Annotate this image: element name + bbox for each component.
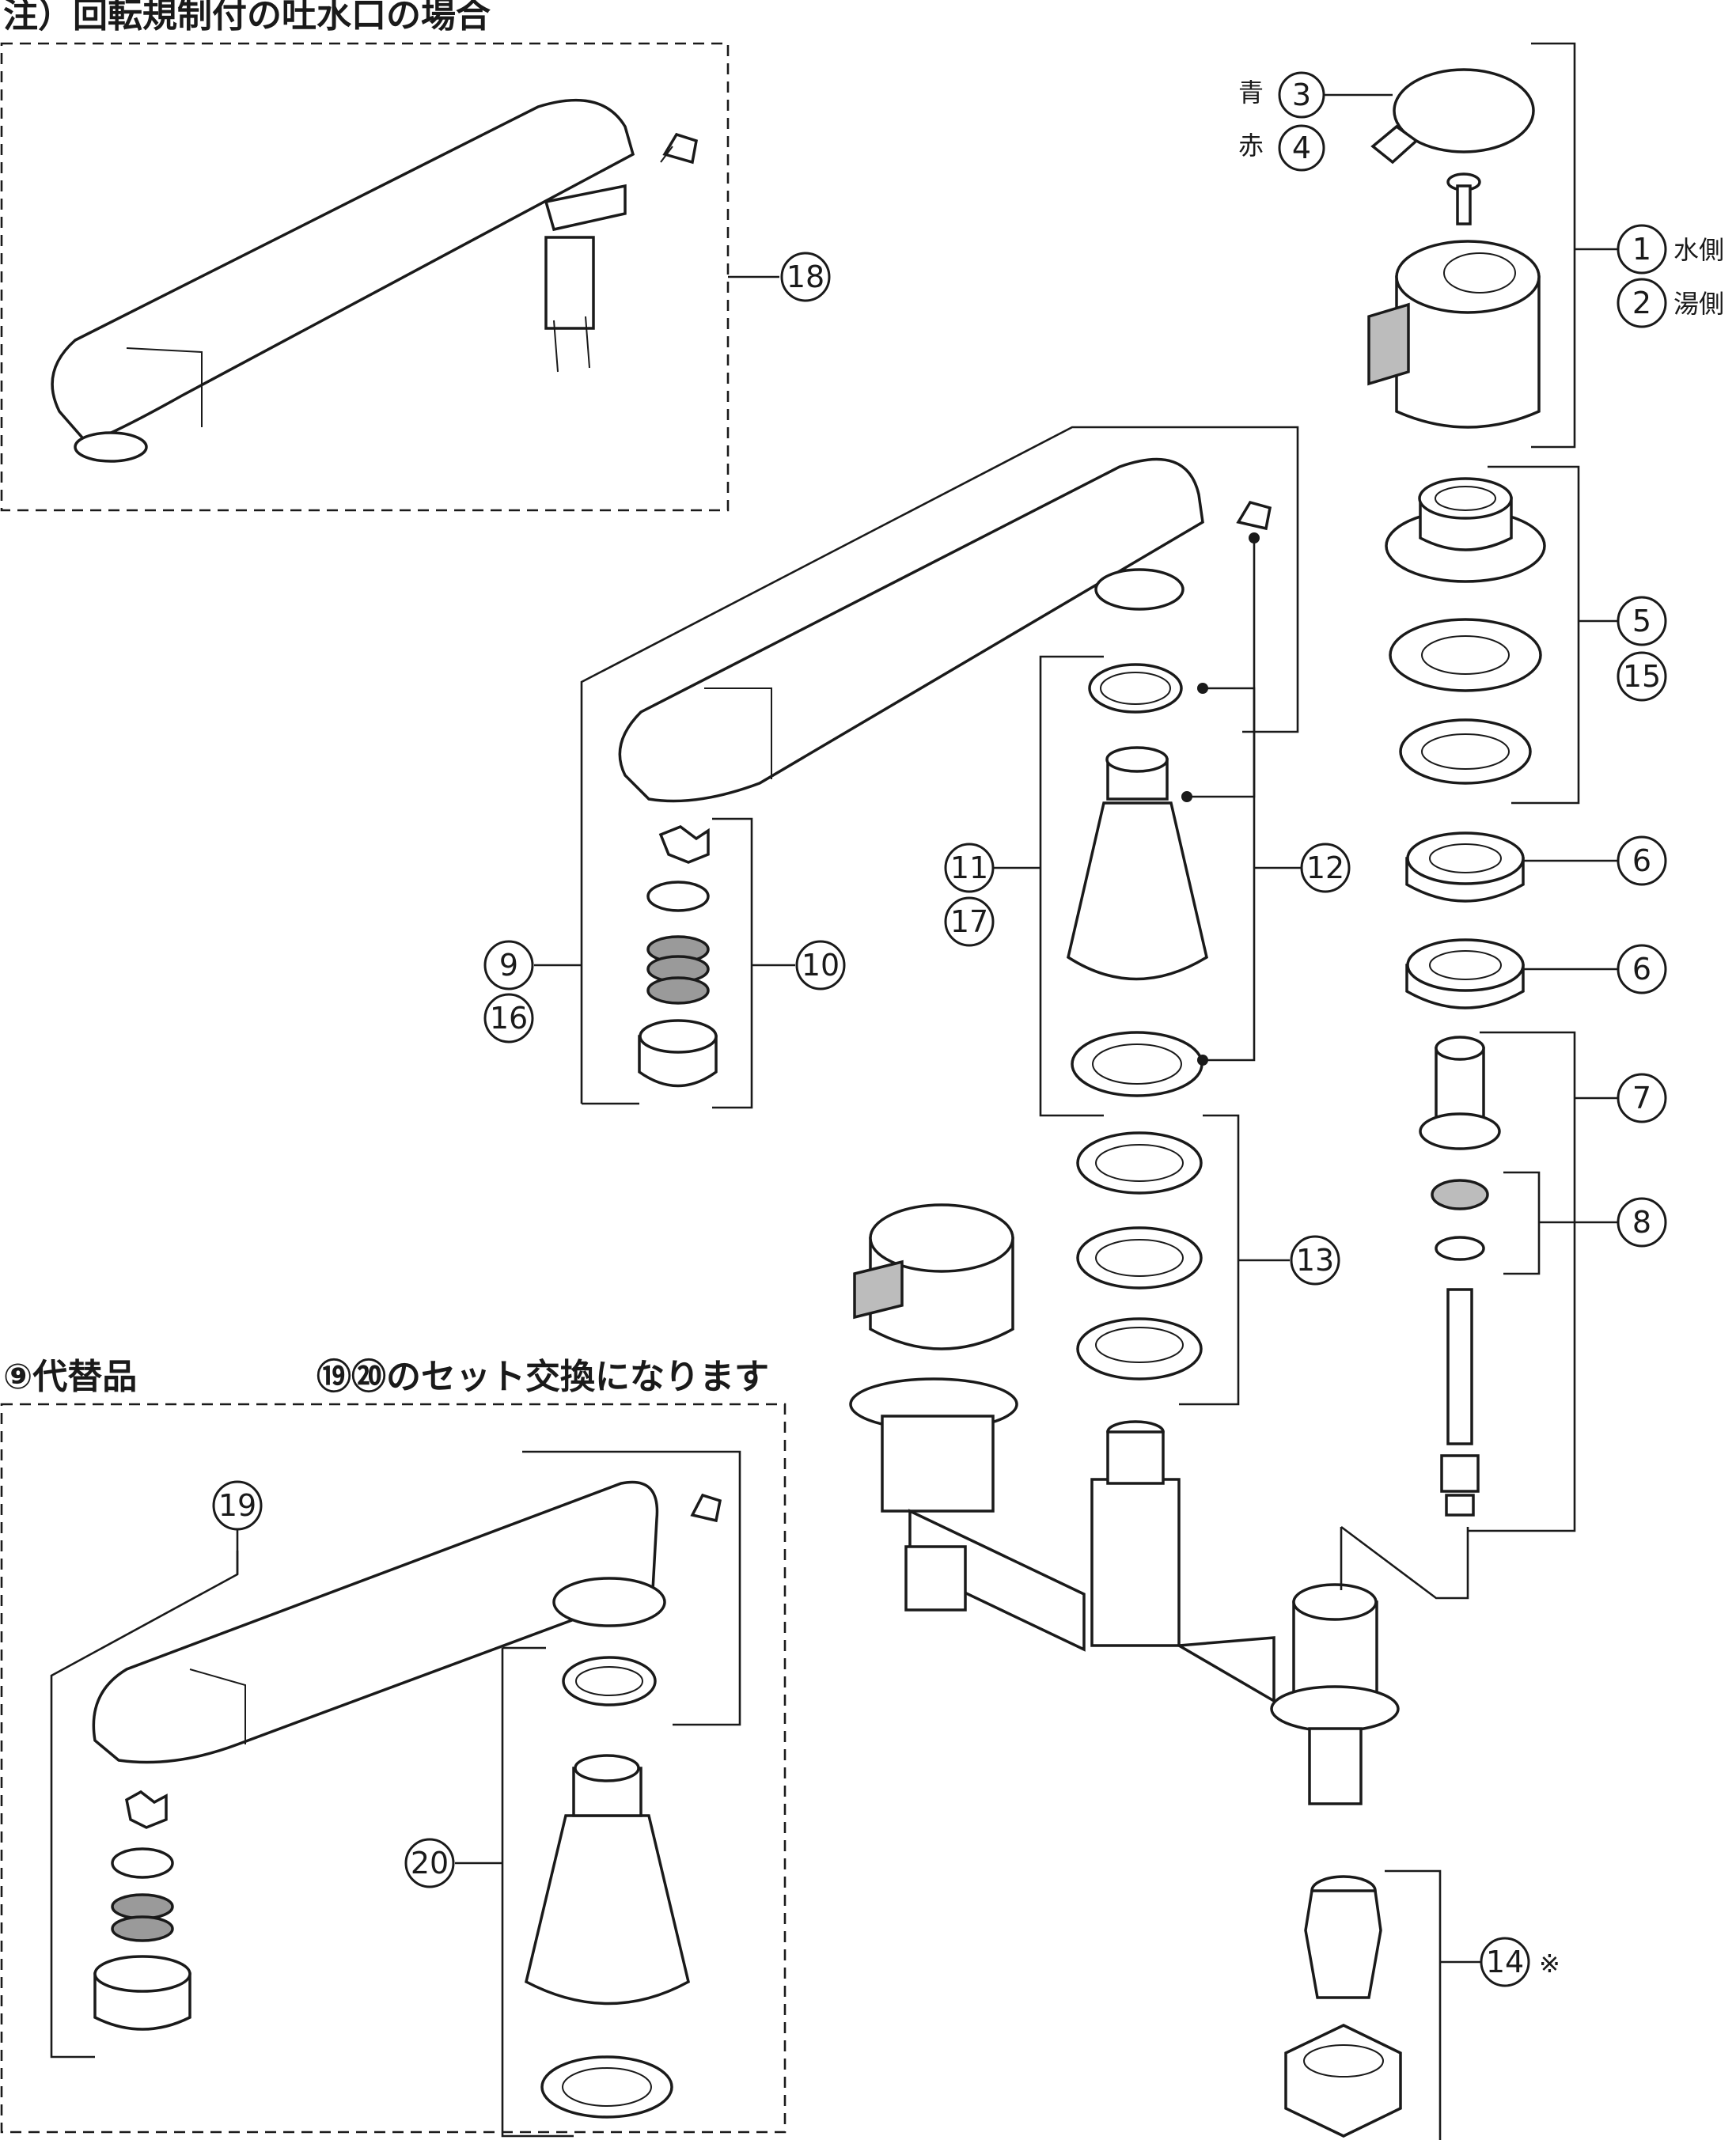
svg-text:8: 8 <box>1632 1205 1651 1240</box>
svg-text:12: 12 <box>1306 850 1344 885</box>
callout-1 <box>1617 224 1667 275</box>
svg-text:17: 17 <box>950 904 988 939</box>
svg-text:18: 18 <box>787 259 824 294</box>
label-hot-side: 湯側 <box>1673 289 1724 319</box>
callout-5 <box>1617 596 1667 646</box>
svg-text:4: 4 <box>1292 131 1311 165</box>
callout-9 <box>483 940 534 990</box>
screw-icon <box>690 1493 722 1523</box>
faucet-body-illustration <box>849 1203 1400 1805</box>
callout-6-upper <box>1617 835 1667 886</box>
svg-text:6: 6 <box>1632 843 1651 878</box>
callout-14 <box>1480 1937 1530 1987</box>
svg-text:10: 10 <box>802 948 840 983</box>
callout-8 <box>1617 1197 1667 1248</box>
swivel-spout-box <box>0 42 730 512</box>
main-spout-illustration <box>618 457 1272 803</box>
svg-text:5: 5 <box>1632 604 1651 638</box>
label-blue: 青 <box>1238 78 1264 108</box>
callout-12 <box>1300 843 1351 893</box>
note-substitute: ⑨代替品 <box>3 1357 137 1397</box>
screw-icon <box>660 132 699 165</box>
callout-10 <box>795 940 846 990</box>
svg-text:20: 20 <box>411 1846 449 1881</box>
callout-11 <box>944 843 995 893</box>
aerator-parts <box>638 825 718 1088</box>
svg-text:13: 13 <box>1296 1243 1334 1278</box>
svg-text:3: 3 <box>1292 78 1311 112</box>
callout-13 <box>1290 1235 1340 1286</box>
callout-6-lower <box>1617 944 1667 994</box>
cartridge-7-8 <box>1419 1036 1501 1517</box>
washers-13 <box>1076 1131 1203 1381</box>
svg-text:19: 19 <box>218 1488 256 1523</box>
svg-text:9: 9 <box>499 948 518 983</box>
svg-text:14: 14 <box>1486 1945 1524 1979</box>
label-red: 赤 <box>1238 131 1264 161</box>
rings-6 <box>1405 831 1525 1009</box>
screw-icon <box>1236 500 1272 531</box>
handle-illustration <box>1367 68 1541 429</box>
callout-18 <box>780 252 831 302</box>
label-asterisk: ※ <box>1539 1949 1560 1979</box>
svg-text:2: 2 <box>1632 286 1651 320</box>
screw-icon <box>1446 172 1481 225</box>
note-swivel-limited: 注）回転規制付の吐水口の場合 <box>3 0 491 36</box>
svg-text:7: 7 <box>1632 1081 1651 1115</box>
note-set-exchange: ⑲⑳のセット交換になります <box>316 1357 769 1397</box>
fittings-14 <box>1284 1875 1402 2138</box>
spout-base-parts <box>1067 663 1208 1097</box>
callout-17 <box>944 896 995 947</box>
svg-text:15: 15 <box>1623 659 1661 694</box>
swivel-spout-illustration <box>51 98 699 463</box>
callout-19 <box>212 1480 263 1531</box>
callout-3 <box>1278 71 1325 119</box>
svg-text:11: 11 <box>950 850 988 885</box>
callout-20 <box>404 1838 455 1888</box>
svg-text:1: 1 <box>1632 232 1651 267</box>
label-water-side: 水側 <box>1673 235 1724 265</box>
callout-4 <box>1278 124 1325 172</box>
svg-text:16: 16 <box>490 1001 528 1036</box>
callout-15 <box>1617 651 1667 702</box>
callout-7 <box>1617 1073 1667 1123</box>
substitute-spout-illustration <box>92 1480 722 2119</box>
svg-text:6: 6 <box>1632 952 1651 987</box>
substitute-box <box>0 1403 787 2134</box>
callout-16 <box>483 993 534 1043</box>
callout-2 <box>1617 278 1667 328</box>
nut-washers-5 <box>1385 477 1546 785</box>
